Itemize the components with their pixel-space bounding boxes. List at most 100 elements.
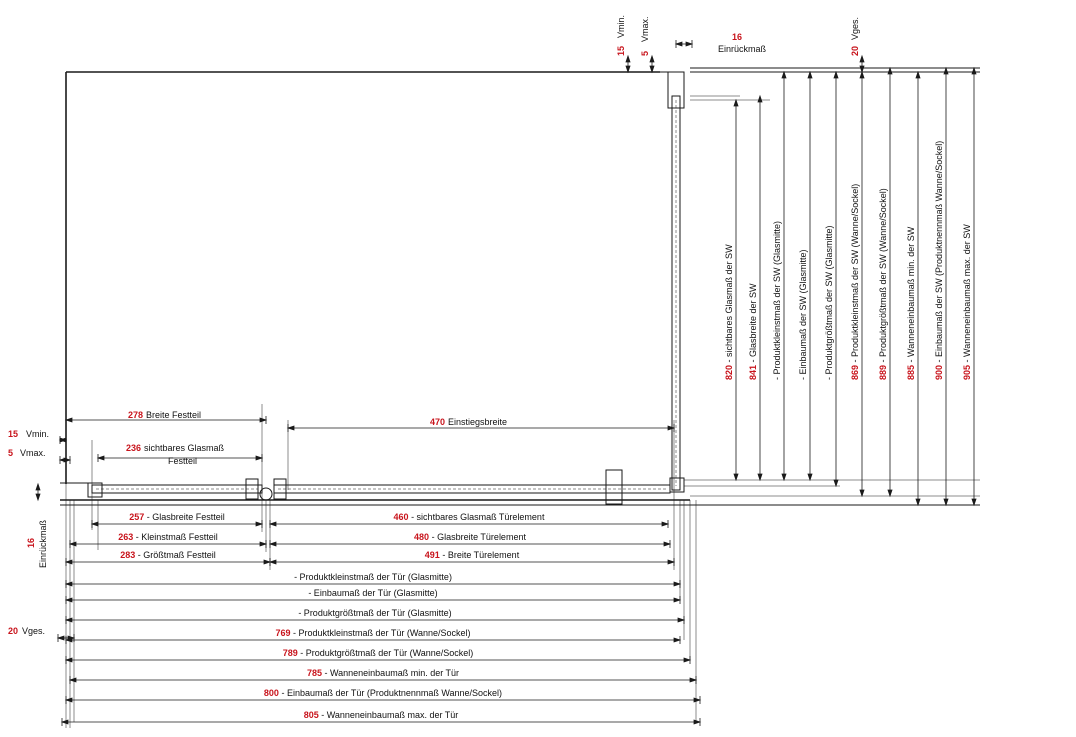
arrowhead [689, 677, 698, 683]
lower-dim-label-7: - Einbaumaß der Tür (Glasmitte) [308, 588, 437, 598]
top-left-labels: 15 Vmin. 5 Vmax. [616, 15, 650, 56]
arrowhead [781, 473, 787, 482]
arrowhead [625, 54, 631, 63]
arrowhead [68, 677, 77, 683]
arrowhead [887, 66, 893, 75]
arrowhead [685, 41, 694, 47]
vert-dim-label-7: 885 - Wanneneinbaumaß min. der SW [906, 226, 916, 380]
top-einrueck-label: Einrückmaß [718, 44, 767, 54]
arrowhead [833, 479, 839, 488]
arrowhead [35, 493, 41, 502]
dim-278-label: Breite Festteil [146, 410, 201, 420]
side-vmin-label: Vmin. [26, 429, 49, 439]
side-vges-label: Vges. [22, 626, 45, 636]
lower-dim-label-3: 460 - sichtbares Glasmaß Türelement [394, 512, 545, 522]
dim-236-label: sichtbares Glasmaß [144, 443, 225, 453]
top-vmin-label: Vmin. [616, 15, 626, 38]
arrowhead [68, 541, 77, 547]
arrowhead [625, 65, 631, 74]
vert-dim-label-6: 889 - Produktgrößtmaß der SW (Wanne/Sock… [878, 188, 888, 380]
lower-dim-label-10: 789 - Produktgrößtmaß der Tür (Wanne/Soc… [283, 648, 474, 658]
side-vmax-value: 5 [8, 448, 13, 458]
dim-236-value: 236 [126, 443, 141, 453]
top-vmax-label: Vmax. [640, 16, 650, 42]
arrowhead [268, 559, 277, 565]
dimension-lines [35, 40, 980, 728]
arrowhead [807, 70, 813, 79]
arrowhead [915, 498, 921, 507]
shower-outline [60, 67, 980, 506]
arrowhead [64, 697, 73, 703]
arrowhead [833, 70, 839, 79]
lower-dim-label-13: 805 - Wanneneinbaumaß max. der Tür [304, 710, 459, 720]
arrowhead [781, 70, 787, 79]
lower-dim-label-2: 283 - Größtmaß Festteil [120, 550, 216, 560]
top-vges-label: Vges. [850, 17, 860, 40]
arrowhead [661, 521, 670, 527]
arrowhead [807, 473, 813, 482]
arrowhead [667, 425, 676, 431]
arrowhead [649, 54, 655, 63]
lower-dim-label-0: 257 - Glasbreite Festteil [129, 512, 225, 522]
arrowhead [915, 70, 921, 79]
arrowhead [971, 498, 977, 507]
arrowhead [286, 425, 295, 431]
side-einrueck-label: Einrückmaß [38, 519, 48, 568]
arrowhead [90, 521, 99, 527]
vert-dim-label-1: 841 - Glasbreite der SW [748, 283, 758, 380]
arrowhead [35, 482, 41, 491]
arrowhead [268, 541, 277, 547]
arrowhead [667, 559, 676, 565]
arrowhead [649, 65, 655, 74]
dim-278-value: 278 [128, 410, 143, 420]
vert-dim-label-8: 900 - Einbaumaß der SW (Produktnennmaß W… [934, 141, 944, 380]
arrowhead [64, 657, 73, 663]
arrowhead [255, 455, 264, 461]
arrowhead [259, 417, 268, 423]
arrowhead [673, 581, 682, 587]
arrowhead [674, 41, 683, 47]
top-vges-labels: 20 Vges. [850, 17, 860, 56]
lower-dim-label-11: 785 - Wanneneinbaumaß min. der Tür [307, 668, 459, 678]
vert-dim-label-9: 905 - Wanneneinbaumaß max. der SW [962, 224, 972, 380]
arrowhead [677, 617, 686, 623]
arrowhead [263, 559, 272, 565]
top-einrueck-labels: 16 Einrückmaß [718, 32, 767, 54]
arrowhead [673, 597, 682, 603]
arrowhead [757, 473, 763, 482]
arrowhead [663, 541, 672, 547]
arrowhead [971, 66, 977, 75]
arrowhead [859, 489, 865, 498]
lower-dim-label-6: - Produktkleinstmaß der Tür (Glasmitte) [294, 572, 452, 582]
vert-dim-label-2: - Produktkleinstmaß der SW (Glasmitte) [772, 221, 782, 380]
arrowhead [259, 541, 268, 547]
arrowhead [268, 521, 277, 527]
arrowhead [859, 70, 865, 79]
arrowhead [96, 455, 105, 461]
arrowhead [255, 521, 264, 527]
arrowhead [64, 417, 73, 423]
arrowhead [64, 581, 73, 587]
side-vmin-value: 15 [8, 429, 18, 439]
arrowhead [693, 697, 702, 703]
arrowhead [56, 635, 65, 641]
dim-470-label: Einstiegsbreite [448, 417, 507, 427]
side-left-labels: 15 Vmin. 5 Vmax. 16 Einrückmaß 20 Vges. [8, 429, 49, 636]
arrowhead [64, 637, 73, 643]
front-glass [60, 469, 671, 505]
side-wall-glass [650, 71, 685, 493]
side-einrueck-value: 16 [26, 538, 36, 548]
arrowhead [859, 65, 865, 74]
arrowhead [733, 98, 739, 107]
arrowhead [64, 559, 73, 565]
arrowhead [859, 54, 865, 63]
top-vges-value: 20 [850, 46, 860, 56]
lower-dim-label-8: - Produktgrößtmaß der Tür (Glasmitte) [298, 608, 451, 618]
arrowhead [683, 657, 692, 663]
arrowhead [733, 473, 739, 482]
arrowhead [757, 94, 763, 103]
arrowhead [60, 719, 69, 725]
